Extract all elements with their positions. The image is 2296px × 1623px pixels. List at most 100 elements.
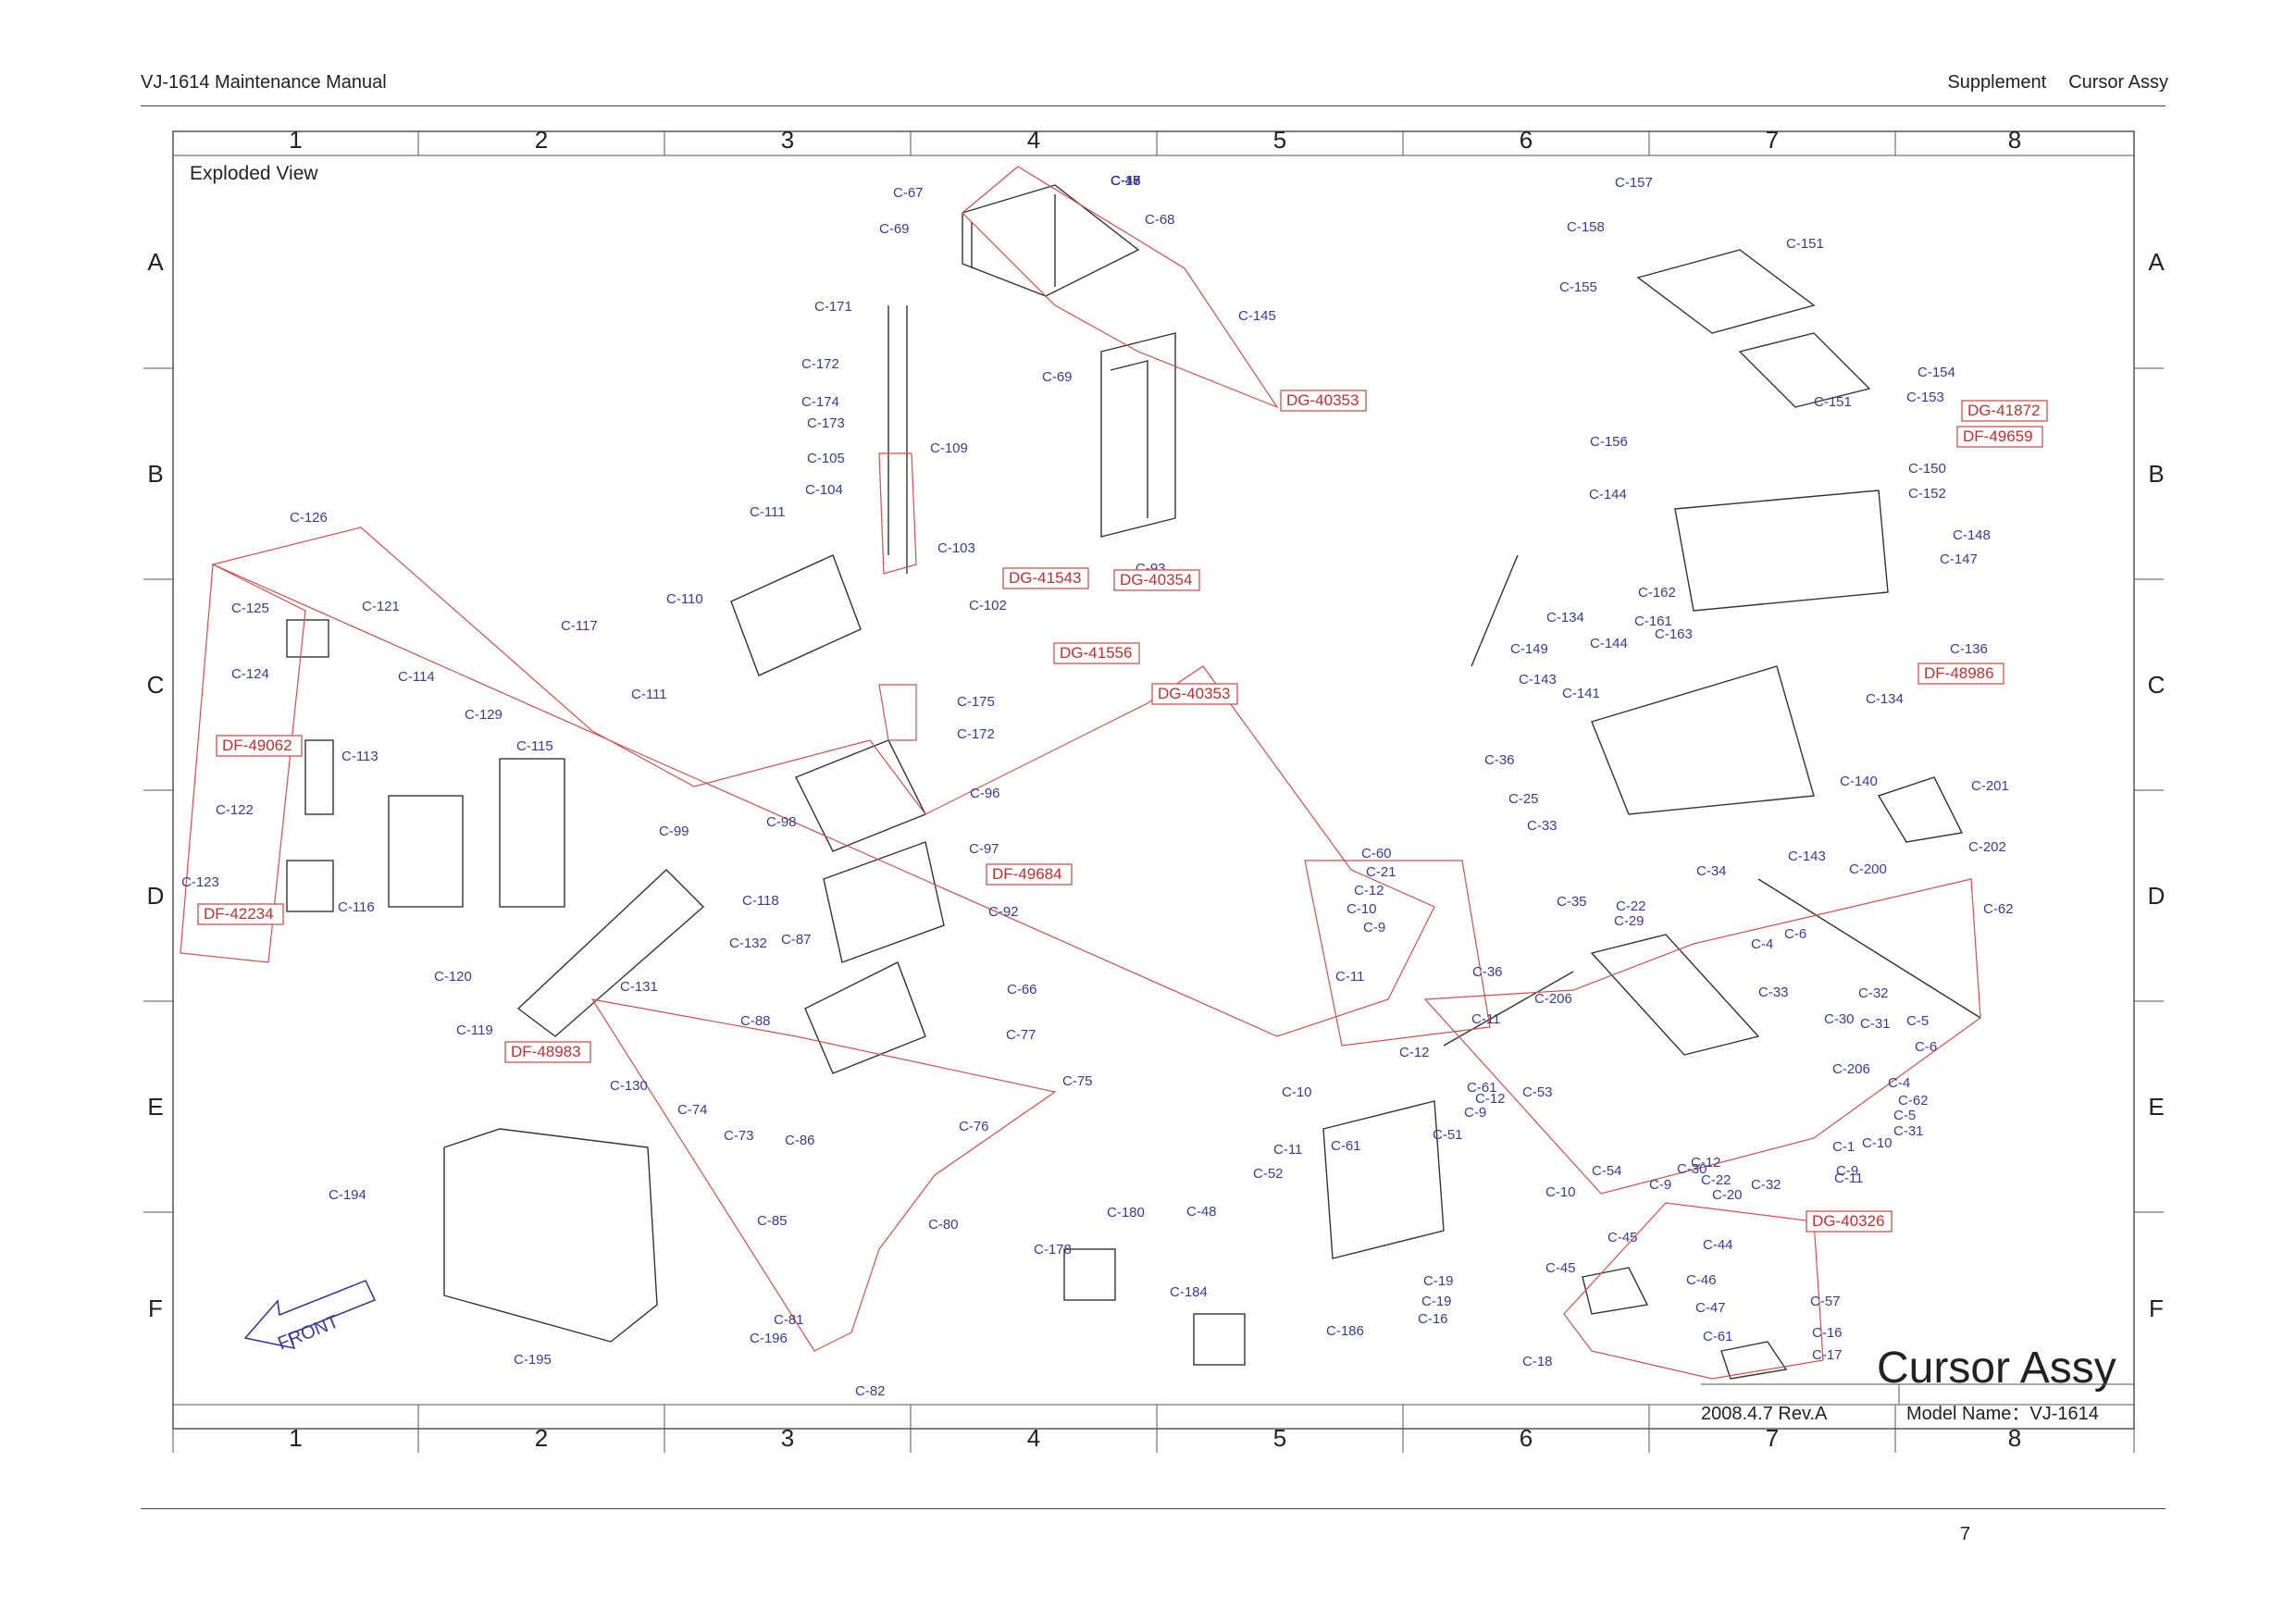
- part-label: C-122: [216, 802, 254, 818]
- part-label: C-73: [724, 1128, 754, 1144]
- part-label: C-172: [801, 356, 839, 372]
- part-label: C-48: [1111, 173, 1141, 189]
- grid-row-label: E: [147, 1093, 163, 1121]
- part-label: C-57: [1810, 1294, 1841, 1309]
- part-label: C-156: [1590, 434, 1628, 450]
- part-label: C-51: [1433, 1127, 1463, 1143]
- part-label: C-96: [970, 786, 1000, 801]
- part-label: C-5: [1906, 1013, 1929, 1029]
- drawing-ref-label: DF-49684: [992, 865, 1062, 883]
- part-label: C-202: [1968, 839, 2006, 855]
- part-label: C-154: [1917, 365, 1955, 380]
- part-label: C-161: [1634, 613, 1672, 629]
- part-label: C-173: [807, 415, 845, 431]
- part-label: C-123: [181, 874, 219, 890]
- part-label: C-194: [329, 1187, 366, 1203]
- part-label: C-18: [1522, 1354, 1553, 1369]
- drawing-ref-box: DG-41543: [1002, 567, 1089, 589]
- part-label: C-25: [1508, 791, 1539, 807]
- section-name: Supplement: [1947, 72, 2047, 93]
- part-label: C-17: [1111, 173, 1141, 189]
- part-label: C-45: [1607, 1230, 1638, 1245]
- part-label: C-81: [774, 1312, 804, 1328]
- part-label: C-61: [1331, 1138, 1361, 1154]
- part-label: C-175: [957, 694, 995, 710]
- part-label: C-157: [1615, 175, 1653, 191]
- view-title: Exploded View: [190, 163, 318, 184]
- part-label: C-132: [729, 935, 767, 951]
- part-label: C-31: [1860, 1016, 1891, 1032]
- part-label: C-134: [1866, 691, 1904, 707]
- part-label: C-111: [631, 687, 667, 702]
- part-label: C-33: [1758, 985, 1789, 1000]
- part-label: C-54: [1592, 1163, 1622, 1179]
- part-label: C-11: [1834, 1171, 1863, 1186]
- part-label: C-35: [1557, 894, 1587, 910]
- part-label: C-22: [1616, 898, 1646, 914]
- part-label: C-61: [1703, 1329, 1733, 1344]
- drawing-ref-label: DG-41872: [1967, 402, 2040, 419]
- drawing-ref-label: DG-40353: [1158, 685, 1230, 702]
- part-label: C-22: [1701, 1172, 1731, 1188]
- part-label: C-186: [1326, 1323, 1364, 1339]
- part-label: C-44: [1703, 1237, 1733, 1253]
- bottom-grid-band: [172, 1404, 2135, 1430]
- grid-ticks: [143, 131, 2164, 1453]
- part-labels: C-67C-68C-69C-69C-145C-171C-172C-174C-17…: [181, 173, 2014, 1399]
- part-label: C-184: [1170, 1284, 1208, 1300]
- part-label: C-4: [1888, 1075, 1910, 1091]
- part-label: C-32: [1751, 1177, 1781, 1193]
- grid-column-label: 4: [1027, 126, 1040, 154]
- part-label: C-12: [1691, 1155, 1721, 1171]
- part-label: C-69: [879, 221, 910, 237]
- drawing-ref-label: DG-40353: [1286, 391, 1359, 409]
- part-label: C-30: [1824, 1011, 1855, 1027]
- part-label: C-131: [620, 979, 658, 995]
- footer-rule: [141, 1508, 2166, 1509]
- part-label: C-141: [1562, 686, 1600, 701]
- part-label: C-19: [1421, 1294, 1452, 1309]
- part-label: C-11: [1273, 1142, 1302, 1158]
- part-label: C-33: [1527, 818, 1558, 834]
- part-label: C-9: [1363, 920, 1385, 935]
- part-label: C-10: [1347, 901, 1377, 917]
- drawing-ref-label: DG-41556: [1060, 644, 1132, 662]
- part-label: C-69: [1042, 369, 1073, 385]
- part-label: C-36: [1472, 964, 1503, 980]
- part-label: C-9: [1464, 1105, 1486, 1121]
- part-label: C-92: [988, 904, 1019, 920]
- part-label: C-136: [1950, 641, 1988, 657]
- grid-column-label: 1: [289, 126, 302, 154]
- drawing-ref-box: DF-42234: [197, 903, 284, 925]
- part-label: C-31: [1893, 1123, 1924, 1139]
- grid-row-label: B: [2148, 460, 2164, 488]
- part-label: C-6: [1784, 926, 1806, 942]
- drawing-ref-label: DG-40326: [1812, 1212, 1884, 1230]
- part-label: C-9: [1649, 1177, 1671, 1193]
- part-label: C-150: [1908, 461, 1946, 477]
- part-label: C-125: [231, 601, 269, 616]
- part-label: C-9: [1836, 1163, 1858, 1179]
- assy-title: Cursor Assy: [1877, 1344, 2116, 1393]
- grid-column-label: 7: [1766, 1424, 1779, 1452]
- page-number: 7: [1960, 1524, 1971, 1544]
- part-label: C-10: [1862, 1135, 1893, 1151]
- part-label: C-52: [1253, 1166, 1284, 1182]
- part-label: C-29: [1614, 913, 1644, 929]
- grid-column-label: 1: [289, 1424, 302, 1452]
- part-label: C-80: [928, 1217, 959, 1233]
- part-label: C-12: [1354, 883, 1384, 898]
- part-label: C-97: [969, 841, 999, 857]
- section-title: Cursor Assy: [2068, 72, 2168, 93]
- part-label: C-113: [341, 749, 379, 764]
- grid-column-label: 8: [2008, 1424, 2021, 1452]
- drawing-ref-box: DF-48986: [1917, 663, 2004, 685]
- parts-line-art: [286, 184, 1981, 1380]
- part-label: C-11: [1335, 969, 1364, 985]
- grid-column-label: 5: [1273, 126, 1286, 154]
- grid-row-label: C: [2148, 671, 2166, 699]
- part-label: C-201: [1971, 778, 2009, 794]
- drawing-ref-box: DF-48983: [504, 1041, 591, 1063]
- part-label: C-180: [1107, 1205, 1145, 1220]
